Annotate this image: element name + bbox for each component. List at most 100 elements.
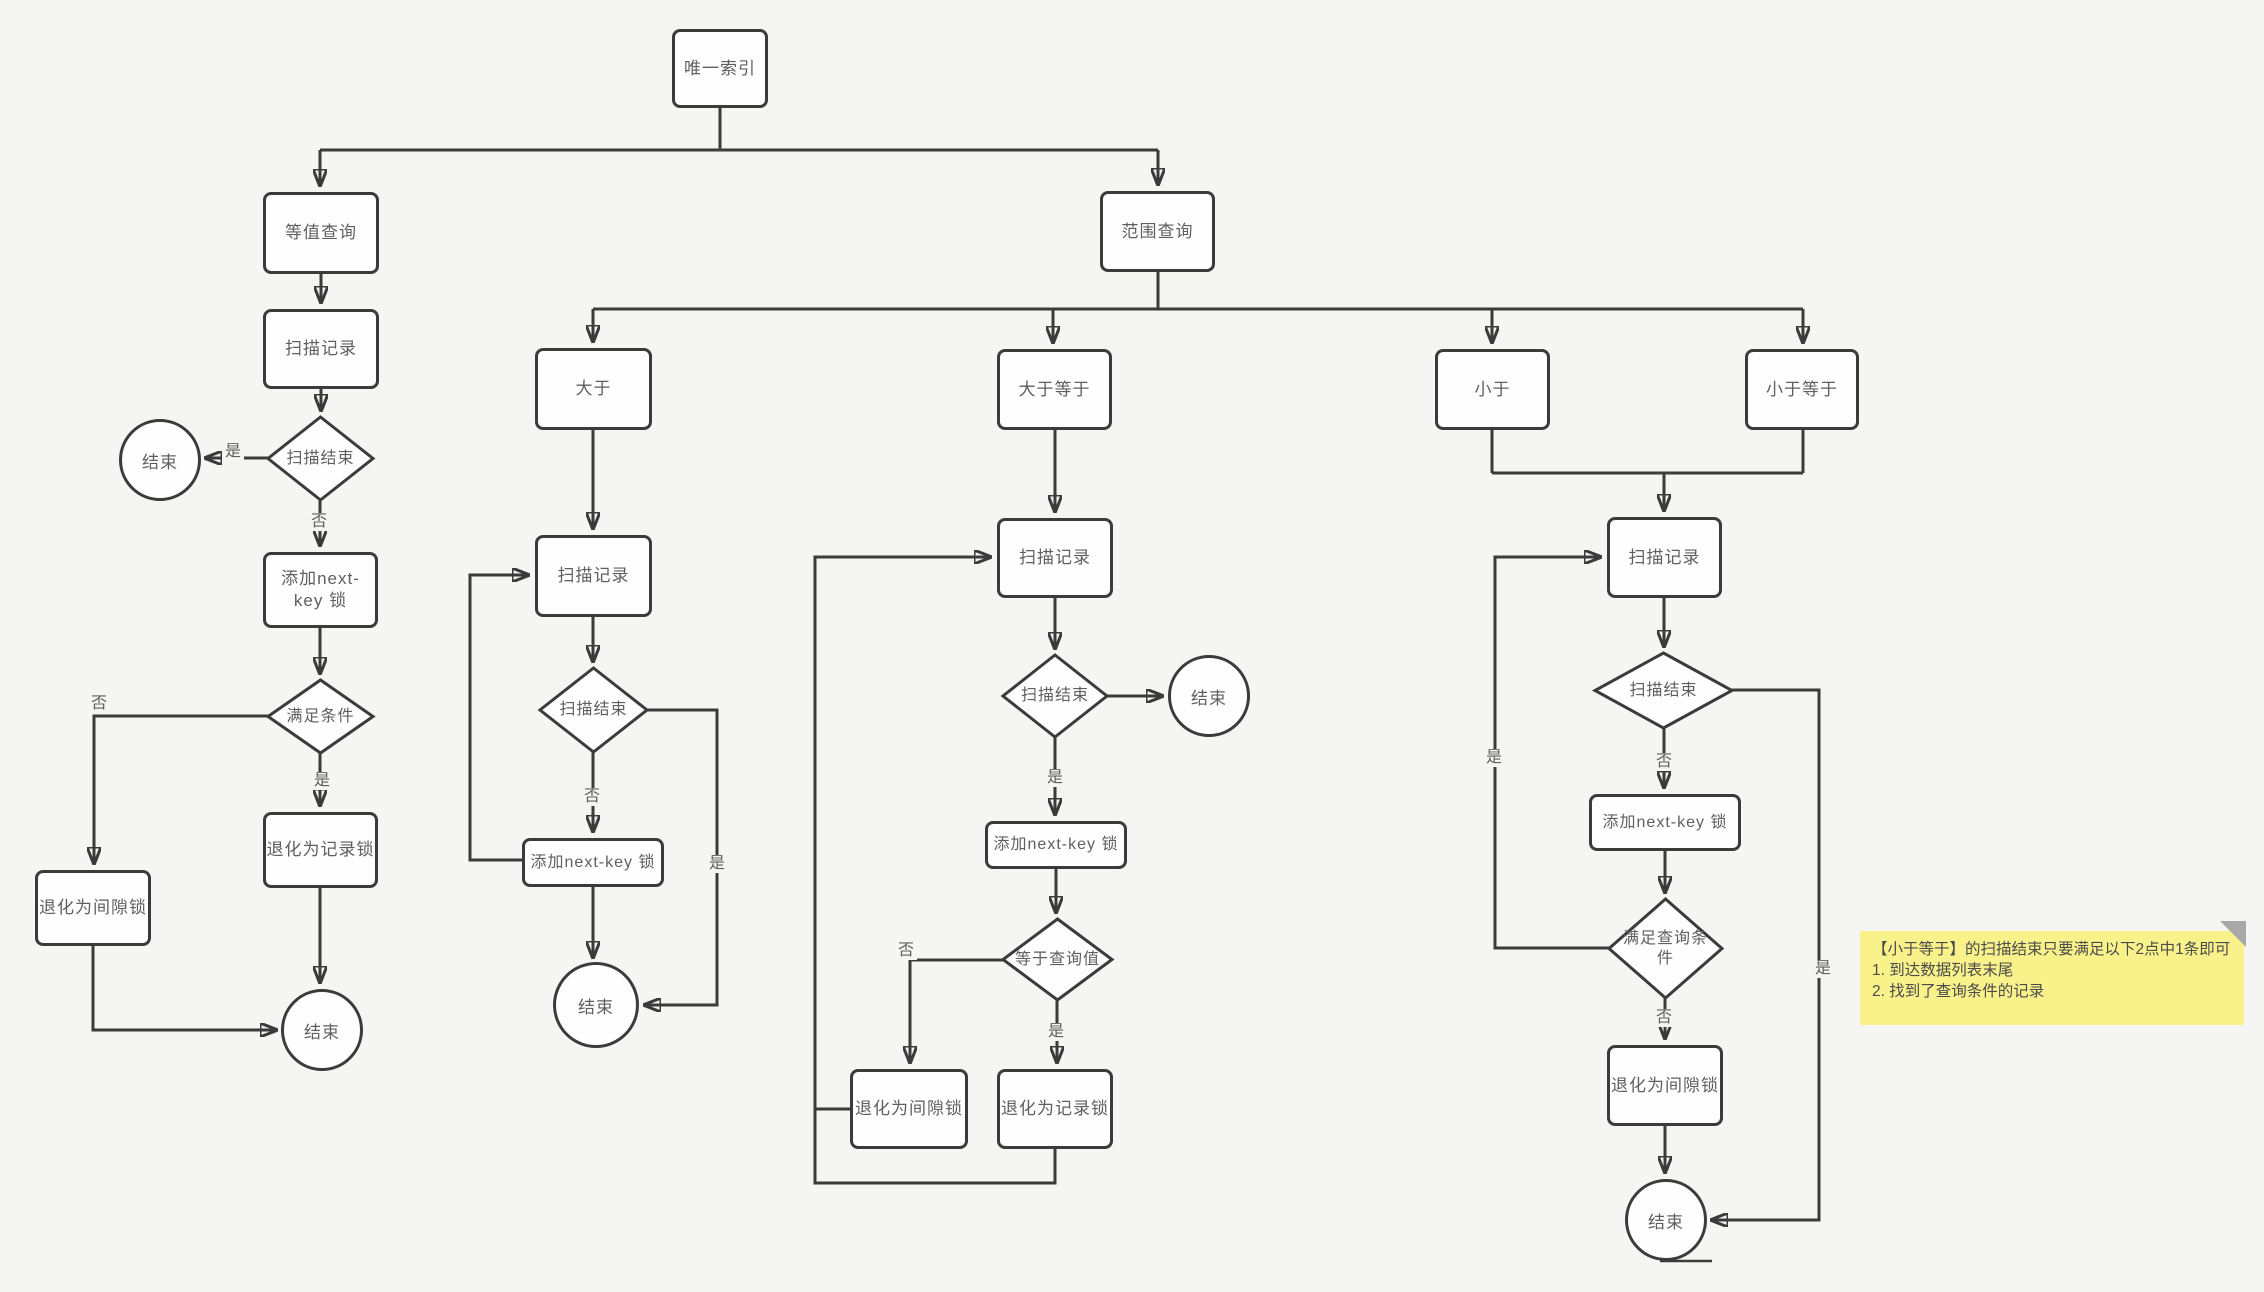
edge-gte-recordlock-loop-to-scan [813,557,1057,1185]
node-label: 退化为记录锁 [1001,1099,1109,1118]
edge-condition-no-to-gaplock [94,714,268,864]
sticky-note: 【小于等于】的扫描结束只要满足以下2点中1条即可 1. 到达数据列表末尾 2. … [1860,921,2246,1025]
node-eq-degrade-gap-lock: 退化为间隙锁 [35,870,151,946]
decision-lt-meet-query-condition: 满足查询条件 [1609,899,1722,998]
decision-label: 满足条件 [286,707,355,725]
terminal-label: 结束 [1648,1212,1684,1232]
edge-lt-lte-merge [1490,430,1805,475]
diamond-shape [268,417,373,500]
decision-gte-scan-end: 扫描结束 [1003,655,1107,737]
node-label: 唯一索引 [684,58,756,78]
edge-label-no: 否 [307,513,331,531]
edge-gte-eqvalue-no-to-gaplock [910,958,1003,1063]
node-label: 大于等于 [1018,379,1091,399]
decision-label: 扫描结束 [1629,681,1698,699]
edge-label-yes: 是 [221,443,245,461]
node-label: 扫描记录 [1628,547,1701,567]
node-label: 扫描记录 [1019,548,1091,567]
node-eq-degrade-record-lock: 退化为记录锁 [263,812,378,888]
node-lt-scan-record: 扫描记录 [1607,517,1722,598]
edge-gaplock-to-end [91,946,277,1030]
node-less-than: 小于 [1435,349,1550,430]
edge-label-yes: 是 [1043,769,1067,787]
node-gte-add-next-key-lock: 添加next-key 锁 [985,821,1127,869]
decision-label: 等于查询值 [1014,950,1100,968]
edge-lt-condition-yes-loop-to-scan [1493,557,1609,950]
edge-label-yes: 是 [705,855,729,873]
diamond-shape [1609,899,1722,998]
node-gt-add-next-key-lock: 添加next-key 锁 [522,838,664,887]
terminal-lt-end: 结束 [1625,1179,1707,1261]
decision-label: 满足查询条件 [1622,929,1708,967]
note-line: 1. 到达数据列表末尾 [1872,962,2014,979]
decision-gt-scan-end: 扫描结束 [540,668,647,752]
edge-label-yes: 是 [1044,1023,1068,1041]
node-unique-index: 唯一索引 [672,29,768,108]
edge-label-no: 否 [1652,753,1676,771]
node-label: 等值查询 [285,223,357,242]
note-line: 【小于等于】的扫描结束只要满足以下2点中1条即可 [1872,941,2231,958]
note-fold-corner-icon [2220,921,2246,947]
node-label: 添加next- key 锁 [281,569,360,610]
edge-label-no: 否 [1652,1009,1676,1027]
node-label: 退化为间隙锁 [855,1099,963,1118]
terminal-label: 结束 [578,997,614,1017]
node-label: 添加next-key 锁 [530,853,656,871]
node-label: 添加next-key 锁 [1602,813,1728,831]
node-gte-degrade-gap-lock: 退化为间隙锁 [850,1069,968,1149]
node-gte-degrade-record-lock: 退化为记录锁 [997,1069,1113,1149]
node-label: 退化为间隙锁 [39,898,147,917]
node-lt-add-next-key-lock: 添加next-key 锁 [1589,794,1741,851]
node-label: 退化为间隙锁 [1611,1075,1719,1095]
decision-gte-equal-query-value: 等于查询值 [1003,919,1112,1000]
node-less-equal: 小于等于 [1745,349,1859,430]
node-label: 扫描记录 [557,566,630,585]
terminal-gt-end: 结束 [553,962,639,1048]
decision-lt-scan-end: 扫描结束 [1595,653,1732,728]
decision-label: 扫描结束 [559,701,628,718]
terminal-eq-end-left: 结束 [119,419,201,501]
edge-label-no: 否 [894,942,918,960]
diamond-shape [1003,655,1107,737]
node-lt-degrade-gap-lock: 退化为间隙锁 [1607,1045,1723,1126]
terminal-label: 结束 [142,452,178,472]
decision-label: 扫描结束 [286,449,355,467]
edge-label-yes: 是 [1811,960,1835,978]
node-eq-add-next-key-lock: 添加next- key 锁 [263,552,378,628]
edge-unique-index-split [320,108,1158,152]
diamond-shape [268,680,373,753]
node-label: 范围查询 [1121,221,1194,241]
diamond-shape [1595,653,1732,728]
decision-eq-scan-end: 扫描结束 [268,417,373,500]
edge-label-no: 否 [87,695,111,713]
edge-gt-addlock-loop-to-scan [468,575,529,862]
node-range-query: 范围查询 [1100,191,1215,272]
terminal-eq-end-bottom: 结束 [281,989,363,1071]
node-label: 小于等于 [1766,379,1838,399]
node-eq-scan-record: 扫描记录 [263,309,379,389]
node-greater-equal: 大于等于 [997,349,1112,430]
diamond-shape [1003,919,1112,1000]
note-line: 2. 找到了查询条件的记录 [1872,983,2045,1000]
node-greater-than: 大于 [535,348,652,430]
node-label: 添加next-key 锁 [993,836,1119,853]
decision-eq-meet-condition: 满足条件 [268,680,373,753]
node-gt-scan-record: 扫描记录 [535,535,652,617]
terminal-label: 结束 [1191,688,1227,708]
node-label: 大于 [575,379,612,398]
edge-lt-scanend-yes-to-end [1711,688,1821,1220]
node-label: 退化为记录锁 [266,840,375,859]
node-label: 扫描记录 [285,339,357,358]
edge-range-distribution [593,272,1803,311]
edge-label-yes: 是 [310,772,334,790]
decision-label: 扫描结束 [1020,687,1089,704]
edge-label-yes: 是 [1482,749,1506,767]
node-label: 小于 [1474,379,1511,399]
edge-label-no: 否 [580,788,604,806]
node-gte-scan-record: 扫描记录 [997,518,1113,598]
diamond-shape [540,668,647,752]
terminal-gte-end: 结束 [1168,655,1250,737]
node-equality-query: 等值查询 [263,192,379,274]
